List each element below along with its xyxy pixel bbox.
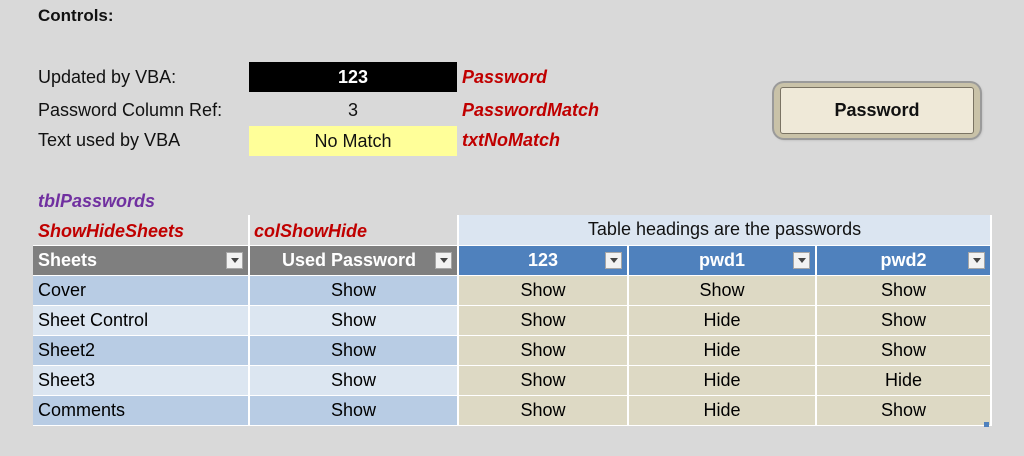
header-password-123[interactable]: 123 <box>458 245 629 276</box>
password-cell[interactable]: Hide <box>628 395 817 426</box>
password-cell[interactable]: Show <box>816 395 993 426</box>
caption-spacer <box>33 215 250 246</box>
header-password-pwd2[interactable]: pwd2 <box>816 245 993 276</box>
table-caption: Table headings are the passwords <box>458 215 993 246</box>
passwords-table-region: Table headings are the passwords Sheets … <box>33 215 993 426</box>
text-used-by-vba-label: Text used by VBA <box>38 130 181 150</box>
sheet-cell[interactable]: Comments <box>33 395 250 426</box>
used-password-cell[interactable]: Show <box>249 305 459 336</box>
password-range-name: Password <box>462 67 548 87</box>
caption-spacer <box>249 215 459 246</box>
updated-by-vba-label: Updated by VBA: <box>38 67 177 87</box>
password-cell[interactable]: Hide <box>628 365 817 396</box>
filter-dropdown-icon[interactable] <box>226 251 243 269</box>
sheet-cell[interactable]: Sheet3 <box>33 365 250 396</box>
table-resize-handle[interactable] <box>984 422 989 427</box>
password-cell[interactable]: Show <box>628 275 817 306</box>
controls-title: Controls: <box>38 6 114 25</box>
password-cell[interactable]: Show <box>458 275 629 306</box>
used-password-cell[interactable]: Show <box>249 275 459 306</box>
used-password-cell[interactable]: Show <box>249 395 459 426</box>
filter-dropdown-icon[interactable] <box>435 251 452 269</box>
tbl-passwords-name: tblPasswords <box>38 191 156 211</box>
filter-dropdown-icon[interactable] <box>605 251 622 269</box>
table-row: Cover Show Show Show Show <box>33 275 993 306</box>
table-row: Sheet3 Show Show Hide Hide <box>33 365 993 396</box>
header-password-123-label: 123 <box>527 249 559 270</box>
passwords-table: Table headings are the passwords Sheets … <box>33 215 993 426</box>
table-row: Sheet2 Show Show Hide Show <box>33 335 993 366</box>
password-cell[interactable]: Show <box>458 365 629 396</box>
password-cell[interactable]: Hide <box>628 335 817 366</box>
used-password-cell[interactable]: Show <box>249 335 459 366</box>
password-column-ref-label: Password Column Ref: <box>38 100 223 120</box>
header-password-pwd2-label: pwd2 <box>880 249 927 270</box>
sheet-cell[interactable]: Cover <box>33 275 250 306</box>
password-cell[interactable]: Hide <box>816 365 993 396</box>
filter-dropdown-icon[interactable] <box>968 251 986 269</box>
password-match-range-name: PasswordMatch <box>462 100 600 120</box>
password-cell[interactable]: Show <box>458 335 629 366</box>
table-row: Comments Show Show Hide Show <box>33 395 993 426</box>
header-used-password[interactable]: Used Password <box>249 245 459 276</box>
table-row: Sheet Control Show Show Hide Show <box>33 305 993 336</box>
password-cell[interactable]: Show <box>458 305 629 336</box>
password-button[interactable]: Password <box>774 83 980 138</box>
text-used-by-vba-cell[interactable]: No Match <box>249 126 457 156</box>
used-password-cell[interactable]: Show <box>249 365 459 396</box>
header-password-pwd1-label: pwd1 <box>698 249 745 270</box>
password-cell[interactable]: Show <box>816 305 993 336</box>
sheet-cell[interactable]: Sheet Control <box>33 305 250 336</box>
sheet-cell[interactable]: Sheet2 <box>33 335 250 366</box>
header-password-pwd1[interactable]: pwd1 <box>628 245 817 276</box>
filter-dropdown-icon[interactable] <box>793 251 810 269</box>
password-column-ref-cell[interactable]: 3 <box>347 99 358 120</box>
password-cell[interactable]: Show <box>816 275 993 306</box>
header-used-password-label: Used Password <box>282 249 417 270</box>
txt-no-match-range-name: txtNoMatch <box>462 130 560 150</box>
password-cell[interactable]: Hide <box>628 305 817 336</box>
password-button-label: Password <box>780 87 974 134</box>
password-cell[interactable]: Show <box>816 335 993 366</box>
updated-by-vba-cell[interactable]: 123 <box>249 62 457 92</box>
password-cell[interactable]: Show <box>458 395 629 426</box>
header-sheets-label: Sheets <box>38 249 98 270</box>
header-sheets[interactable]: Sheets <box>33 245 250 276</box>
